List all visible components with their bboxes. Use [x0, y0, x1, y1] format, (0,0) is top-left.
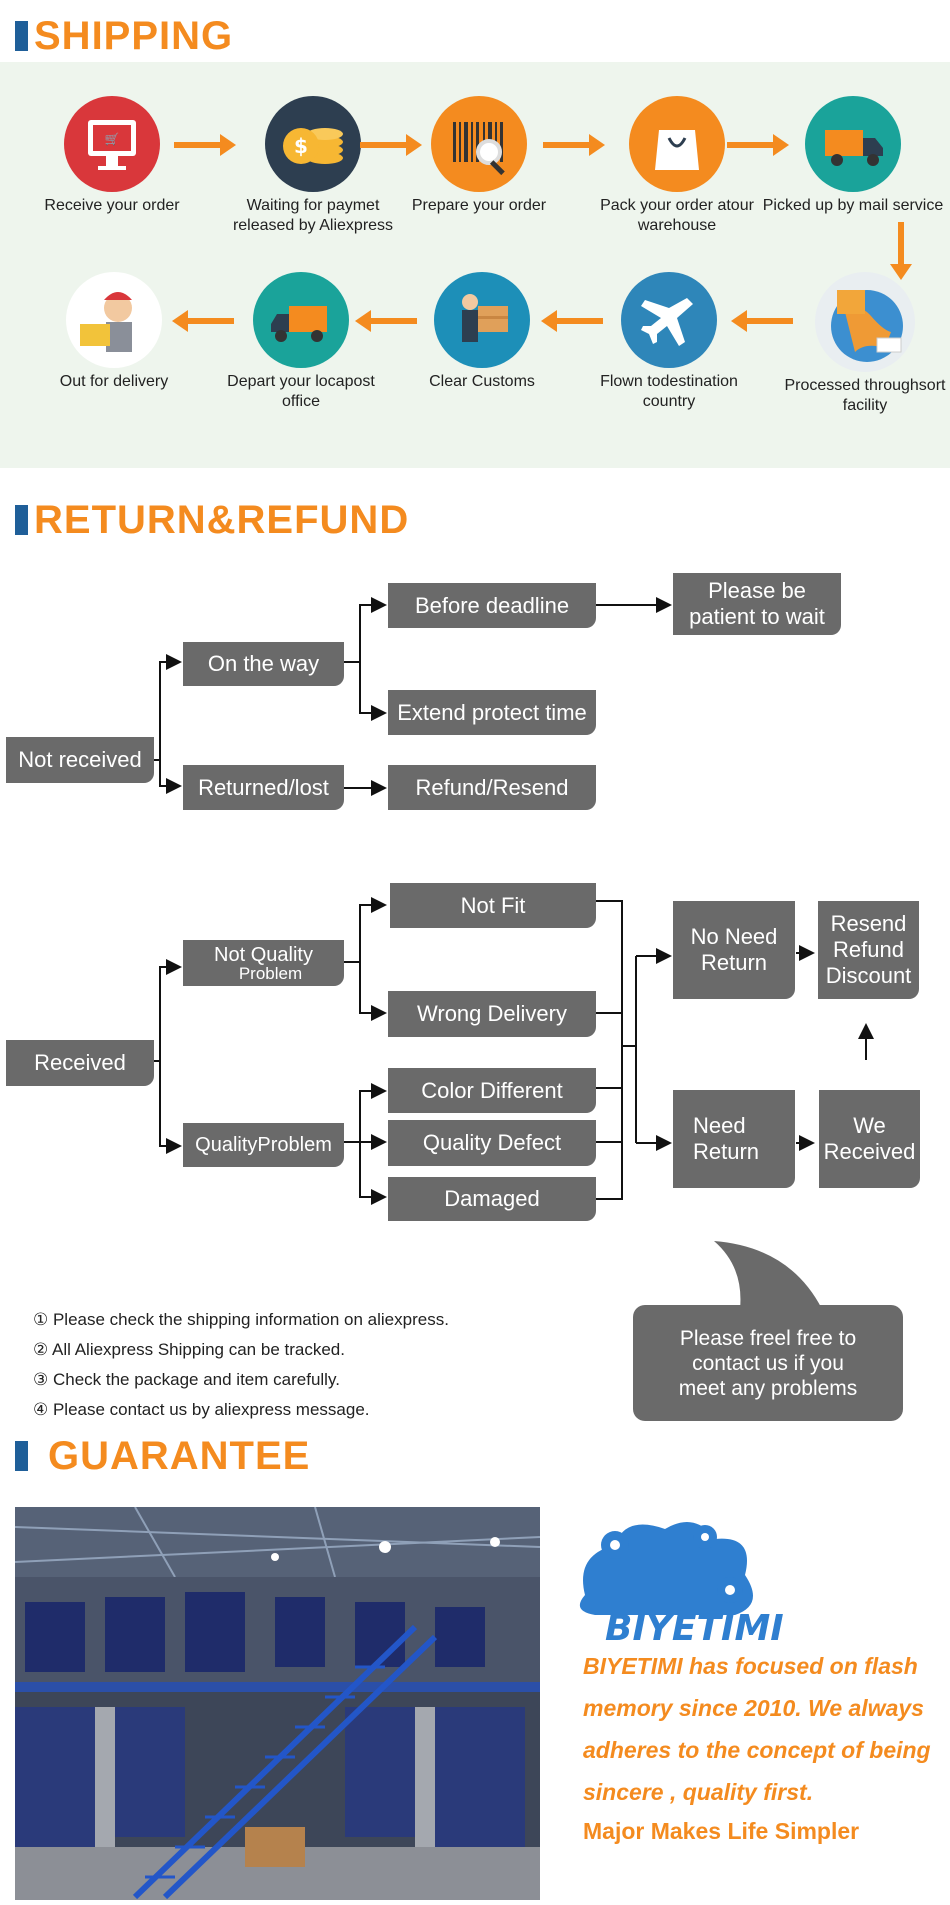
node-before-deadline: Before deadline — [388, 583, 596, 628]
warehouse-photo — [15, 1507, 540, 1900]
coins-icon: $ — [265, 96, 361, 192]
node-not-fit: Not Fit — [390, 883, 596, 928]
step-depart-post-office: Depart your locapost office — [206, 272, 396, 412]
node-color-different: Color Different — [388, 1068, 596, 1113]
notes-list: ① Please check the shipping information … — [33, 1305, 449, 1425]
barcode-magnifier-icon — [431, 96, 527, 192]
node-no-need-return: No Need Return — [673, 901, 795, 999]
step-processed-facility: Processed throughsort facility — [770, 272, 950, 416]
node-not-quality-problem: Not Quality Problem — [183, 940, 344, 986]
worker-box-icon — [434, 272, 530, 368]
guarantee-title: GUARANTEE — [15, 1434, 310, 1478]
node-returned-lost: Returned/lost — [183, 765, 344, 810]
step-waiting-payment: $ Waiting for paymet released by Aliexpr… — [218, 96, 408, 236]
biyetimi-logo: BIYETIMI — [575, 1515, 825, 1650]
globe-package-icon — [815, 272, 915, 372]
node-not-received: Not received — [6, 737, 154, 783]
step-prepare-order: Prepare your order — [384, 96, 574, 216]
node-refund-resend: Refund/Resend — [388, 765, 596, 810]
step-flown-destination: Flown todestination country — [574, 272, 764, 412]
courier-icon — [66, 272, 162, 368]
node-quality-defect: Quality Defect — [388, 1120, 596, 1166]
note-item: ① Please check the shipping information … — [33, 1310, 449, 1329]
node-resend-refund-discount: Resend Refund Discount — [818, 901, 919, 999]
arrow-right — [543, 134, 605, 156]
svg-text:🛒: 🛒 — [105, 132, 120, 146]
step-out-for-delivery: Out for delivery — [19, 272, 209, 392]
shopping-bag-icon — [629, 96, 725, 192]
slogan: Major Makes Life Simpler — [583, 1818, 860, 1844]
step-clear-customs: Clear Customs — [387, 272, 577, 392]
arrow-right — [727, 134, 789, 156]
contact-bubble: Please freel free to contact us if you m… — [633, 1305, 903, 1421]
shipping-title: SHIPPING — [15, 14, 233, 58]
speech-bubble-tail — [714, 1241, 822, 1309]
node-on-the-way: On the way — [183, 642, 344, 686]
note-item: ④ Please contact us by aliexpress messag… — [33, 1400, 370, 1419]
node-need-return: Need Return — [673, 1090, 795, 1188]
title-bar — [15, 21, 28, 51]
svg-text:$: $ — [294, 134, 308, 158]
airplane-icon — [621, 272, 717, 368]
guarantee-description: BIYETIMI has focused on flash memory sin… — [583, 1653, 931, 1805]
arrow-left — [541, 310, 603, 332]
node-quality-problem: QualityProblem — [183, 1123, 344, 1167]
delivery-truck-icon — [805, 96, 901, 192]
step-pack-order: Pack your order atour warehouse — [582, 96, 772, 236]
title-bar — [15, 505, 28, 535]
step-receive-order: 🛒 Receive your order — [17, 96, 207, 216]
computer-cart-icon: 🛒 — [64, 96, 160, 192]
arrow-right — [174, 134, 236, 156]
title-bar — [15, 1441, 28, 1471]
arrow-left — [731, 310, 793, 332]
arrow-right — [360, 134, 422, 156]
step-picked-up: Picked up by mail service — [758, 96, 948, 216]
refund-title: RETURN&REFUND — [15, 498, 409, 542]
note-item: ② All Aliexpress Shipping can be tracked… — [33, 1340, 345, 1359]
node-received: Received — [6, 1040, 154, 1086]
delivery-truck-icon — [253, 272, 349, 368]
brand-name: BIYETIMI — [605, 1608, 784, 1649]
note-item: ③ Check the package and item carefully. — [33, 1370, 340, 1389]
node-extend-protect-time: Extend protect time — [388, 690, 596, 735]
arrow-down — [890, 222, 912, 280]
arrow-left — [172, 310, 234, 332]
node-patient-wait: Please be patient to wait — [673, 573, 841, 635]
node-we-received: We Received — [819, 1090, 920, 1188]
node-damaged: Damaged — [388, 1177, 596, 1221]
node-wrong-delivery: Wrong Delivery — [388, 991, 596, 1037]
arrow-left — [355, 310, 417, 332]
